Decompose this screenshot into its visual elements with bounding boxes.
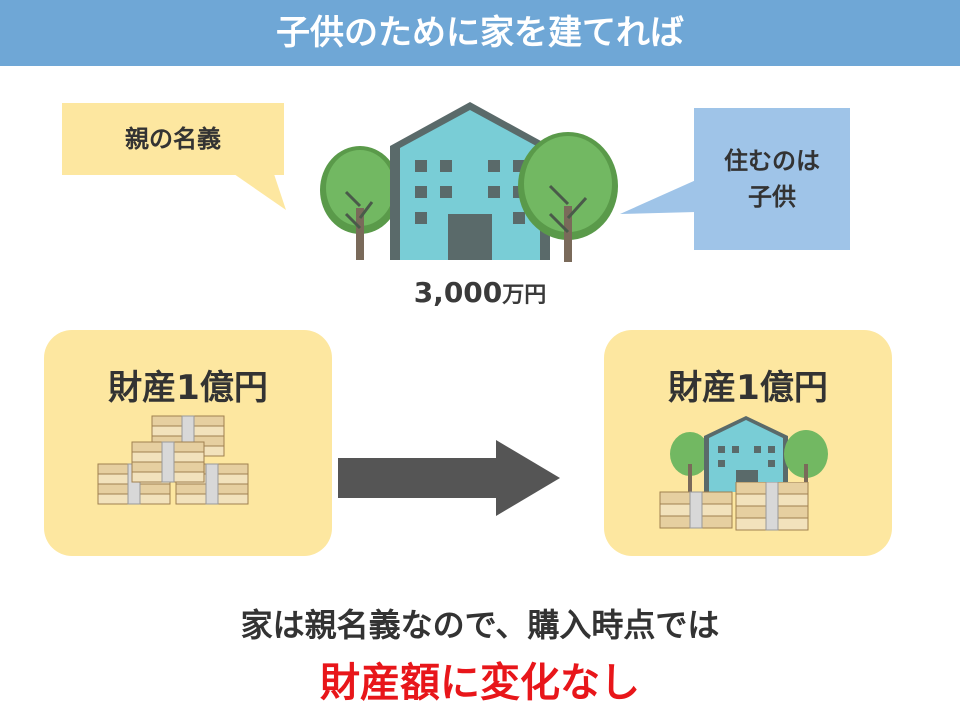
house-icon [320,102,618,262]
caption-line2: 財産額に変化なし [320,660,640,706]
tree-icon [784,430,828,492]
asset-box-before: 財産1億円 [44,330,332,556]
resident-label-line2: 子供 [748,183,796,211]
money-stack-icon [97,415,249,505]
house-price-number: 3,000 [413,276,503,309]
house-icon [670,416,828,492]
asset-label-before: 財産1億円 [108,368,268,408]
resident-bubble: 住むのは 子供 [694,108,850,250]
slide-title-bar: 子供のために家を建てれば [0,0,960,66]
house-price: 3,000万円 [360,276,600,309]
asset-label-after: 財産1億円 [668,368,828,408]
tree-icon [670,432,710,492]
arrow-right-icon [338,440,560,516]
slide-title: 子供のために家を建てれば [276,13,684,53]
tree-icon [518,132,618,262]
owner-bubble: 親の名義 [62,103,284,175]
owner-bubble-tail [234,174,286,210]
resident-label-line1: 住むのは [724,147,820,175]
caption-line1: 家は親名義なので、購入時点では [240,606,720,644]
asset-box-after: 財産1億円 [604,330,892,556]
owner-label: 親の名義 [125,125,221,153]
tree-icon [320,146,400,260]
money-stack-icon [659,482,809,531]
house-price-unit: 万円 [502,283,547,308]
resident-bubble-tail [620,180,696,214]
